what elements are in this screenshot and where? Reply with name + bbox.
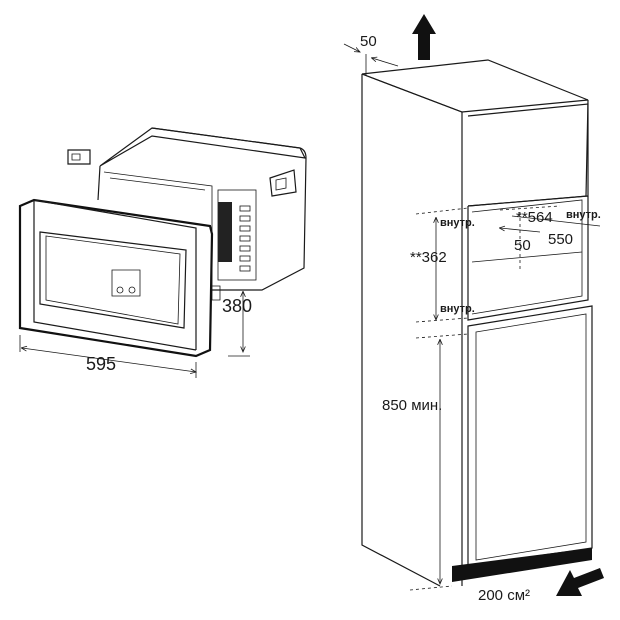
microwave-top (99, 127, 307, 167)
height-dimension: 380 (222, 289, 252, 357)
inner-width-suffix: внутр. (566, 209, 601, 221)
lower-door (467, 305, 593, 567)
inner-bottom-label: внутр. (440, 303, 475, 315)
microwave-body-outline (97, 127, 307, 291)
top-gap-dimension: 50 (343, 33, 399, 76)
height-label: 380 (222, 296, 252, 316)
bracket-icon (211, 285, 221, 301)
frame-opening (39, 231, 187, 329)
cabinet-niche (467, 195, 589, 321)
door-window-dark (218, 202, 232, 262)
width-dimension: 595 (19, 335, 196, 378)
niche-depth-dimension: **564 внутр. 550 50 (500, 209, 601, 254)
dimension-guides (409, 205, 561, 591)
width-label: 595 (86, 354, 116, 374)
vent-label: 200 см² (478, 587, 530, 604)
top-gap-label: 50 (360, 33, 377, 50)
rear-gap-label: 50 (514, 237, 531, 254)
control-buttons (239, 205, 251, 272)
cabinet-side-panel (361, 73, 463, 587)
depth-label: 550 (548, 231, 573, 248)
vent-annotation: 200 см² (478, 587, 530, 604)
inner-height-dimension: **362 внутр. внутр. (410, 217, 475, 320)
arrow-diagonal-icon (556, 568, 604, 596)
bracket-icon (269, 169, 297, 197)
cabinet-top (361, 59, 589, 113)
arrow-up-icon (412, 14, 436, 60)
bracket-icon (67, 149, 91, 165)
frame-outline (18, 198, 214, 358)
inner-width-label: **564 (516, 209, 553, 226)
floor-height-dimension: 850 мин. (382, 340, 442, 584)
floor-height-label: 850 мин. (382, 397, 442, 414)
trim-frame (18, 198, 214, 358)
frame-clip (111, 269, 141, 297)
inner-height-label: **362 (410, 249, 447, 266)
plinth (452, 548, 592, 582)
inner-top-label: внутр. (440, 217, 475, 229)
cabinet-unit (361, 59, 593, 587)
microwave-unit (67, 127, 307, 301)
